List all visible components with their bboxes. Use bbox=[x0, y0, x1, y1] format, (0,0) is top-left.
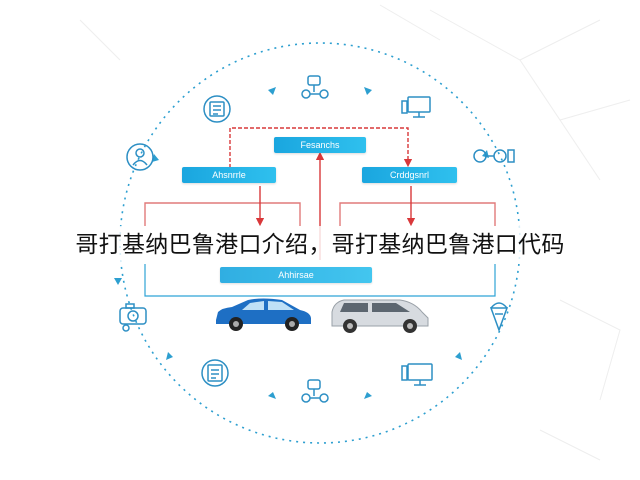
robot-icon bbox=[301, 75, 329, 99]
camera-icon bbox=[119, 303, 147, 332]
bottom-frame bbox=[144, 264, 496, 297]
caption-text: 哥打基纳巴鲁港口介绍，哥打基纳巴鲁港口代码 bbox=[0, 226, 640, 264]
monitor-bottom-icon bbox=[401, 363, 433, 386]
monitor-icon bbox=[401, 96, 431, 118]
top-box: Fesanchs bbox=[274, 137, 366, 153]
right-box: Crddgsnrl bbox=[362, 167, 457, 183]
person-icon bbox=[126, 143, 154, 171]
bottom-box: Ahhirsae bbox=[220, 267, 372, 283]
document-icon bbox=[203, 95, 231, 123]
decorative-lines bbox=[79, 4, 631, 461]
silver-car-icon bbox=[331, 299, 429, 333]
robot-bottom-icon bbox=[301, 379, 329, 403]
flow-arrows bbox=[144, 127, 496, 260]
blue-car-icon bbox=[216, 298, 311, 331]
ice-cream-icon bbox=[489, 302, 509, 333]
clipboard-icon bbox=[201, 359, 229, 387]
glasses-icon bbox=[473, 149, 515, 163]
left-box: Ahsnrrle bbox=[182, 167, 276, 183]
